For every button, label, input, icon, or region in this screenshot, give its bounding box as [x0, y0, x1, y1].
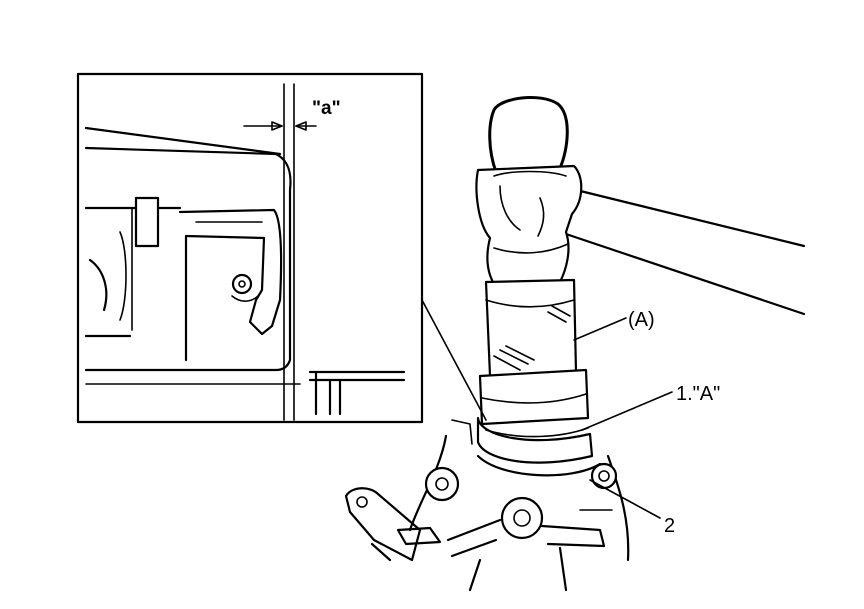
dimension-a-label: "a" — [312, 98, 341, 119]
installer-tool — [478, 278, 590, 426]
hammer-handle — [558, 184, 806, 316]
main-assembly — [344, 96, 806, 592]
housing-flange — [344, 462, 618, 592]
hammer-head — [475, 96, 583, 286]
callout-1-label: 1."A" — [676, 383, 720, 405]
inset-detail — [76, 72, 487, 424]
callout-2-label: 2 — [664, 515, 675, 537]
tool-a-callout: (A) — [628, 309, 655, 331]
leader-lines — [573, 317, 673, 519]
